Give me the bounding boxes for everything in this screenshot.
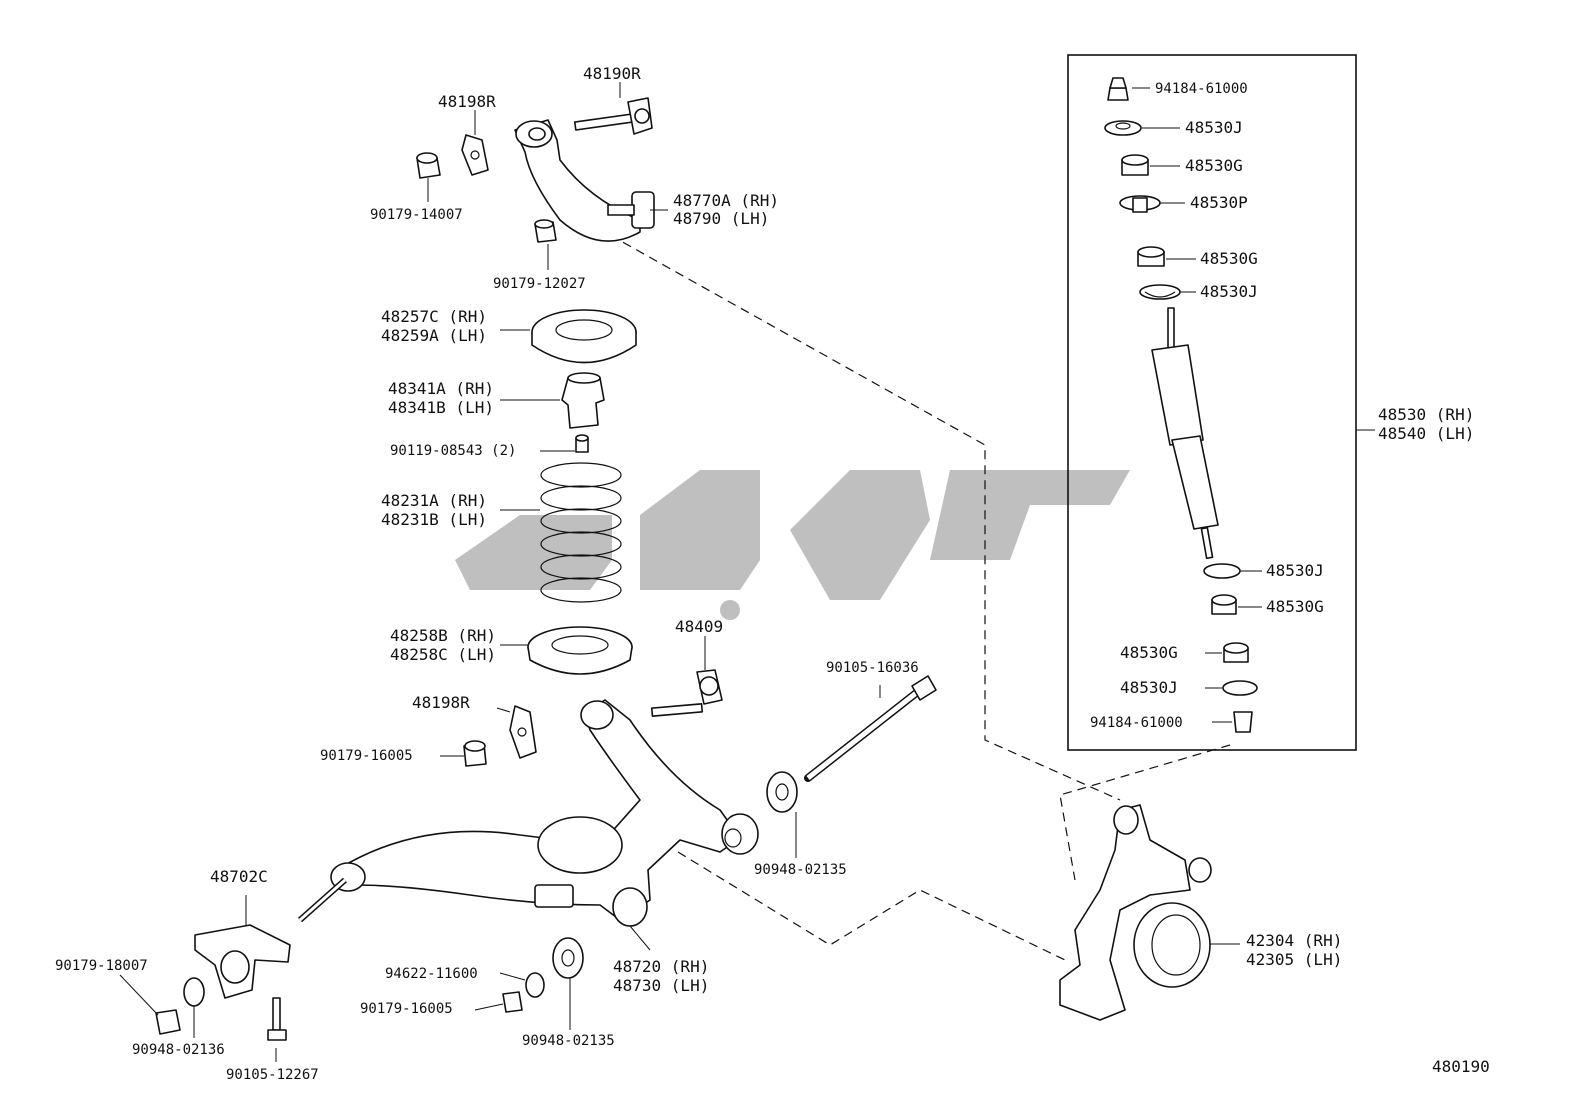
lower-arm-hardware bbox=[463, 669, 937, 813]
label-48530j-1: 48530J bbox=[1185, 118, 1243, 137]
label-90179-12027: 90179-12027 bbox=[493, 276, 586, 292]
long-bolt-icon bbox=[804, 675, 937, 782]
assembly-dashed-lines bbox=[609, 234, 1231, 961]
label-90179-16005-mid: 90179-16005 bbox=[320, 748, 413, 764]
label-94622-11600: 94622-11600 bbox=[385, 966, 478, 982]
label-48720: 48720 (RH) bbox=[613, 957, 709, 976]
label-48409: 48409 bbox=[675, 617, 723, 636]
nut-icon bbox=[502, 991, 523, 1013]
label-94184-61000-top: 94184-61000 bbox=[1155, 81, 1248, 97]
label-48530g-2: 48530G bbox=[1200, 249, 1258, 268]
label-48341a: 48341A (RH) bbox=[388, 379, 494, 398]
cam-plate-icon bbox=[509, 705, 537, 759]
label-48231a: 48231A (RH) bbox=[381, 491, 487, 510]
label-90948-02135-low: 90948-02135 bbox=[522, 1033, 615, 1049]
label-48530g-3: 48530G bbox=[1266, 597, 1324, 616]
steering-knuckle-icon bbox=[1059, 804, 1212, 1021]
label-48231b: 48231B (LH) bbox=[381, 510, 487, 529]
shock-absorber-icon bbox=[1151, 307, 1219, 560]
label-42304: 42304 (RH) bbox=[1246, 931, 1342, 950]
label-48257c: 48257C (RH) bbox=[381, 307, 487, 326]
upper-arm-parts bbox=[416, 97, 655, 243]
label-48702c: 48702C bbox=[210, 867, 268, 886]
spring-stack-parts bbox=[527, 309, 637, 675]
upper-control-arm-icon bbox=[514, 119, 655, 242]
label-48790: 48790 (LH) bbox=[673, 209, 769, 228]
label-48770a: 48770A (RH) bbox=[673, 191, 779, 210]
diagram-number: 480190 bbox=[1432, 1057, 1490, 1076]
label-48530g-4: 48530G bbox=[1120, 643, 1178, 662]
bushing-icon bbox=[552, 937, 584, 979]
label-48198r-top: 48198R bbox=[438, 92, 496, 111]
shock-absorber-box bbox=[1067, 54, 1357, 751]
label-48190r: 48190R bbox=[583, 64, 641, 83]
label-42305: 42305 (LH) bbox=[1246, 950, 1342, 969]
spring-seat-lower-icon bbox=[527, 626, 633, 675]
label-90179-16005-low: 90179-16005 bbox=[360, 1001, 453, 1017]
label-48530j-3: 48530J bbox=[1266, 561, 1324, 580]
bolt-icon bbox=[267, 997, 287, 1041]
cam-plate-icon bbox=[461, 134, 489, 176]
bump-stopper-icon bbox=[561, 372, 605, 429]
label-48730: 48730 (LH) bbox=[613, 976, 709, 995]
leader-lines bbox=[119, 82, 1240, 1062]
nut-icon bbox=[1107, 87, 1129, 101]
nut-icon bbox=[155, 1009, 181, 1035]
box-parts bbox=[1104, 77, 1258, 733]
label-90948-02136: 90948-02136 bbox=[132, 1042, 225, 1058]
washer-icon bbox=[525, 972, 545, 998]
label-48530j-4: 48530J bbox=[1120, 678, 1178, 697]
label-48198r-mid: 48198R bbox=[412, 693, 470, 712]
label-90105-16036: 90105-16036 bbox=[826, 660, 919, 676]
box-leaders bbox=[1132, 87, 1262, 723]
label-48540: 48540 (LH) bbox=[1378, 424, 1474, 443]
bushing-icon bbox=[766, 771, 798, 813]
label-48530g-1: 48530G bbox=[1185, 156, 1243, 175]
label-90179-18007: 90179-18007 bbox=[55, 958, 148, 974]
bolt-icon bbox=[573, 97, 653, 135]
label-48341b: 48341B (LH) bbox=[388, 398, 494, 417]
bushing-icon bbox=[183, 977, 205, 1007]
label-48258b: 48258B (RH) bbox=[390, 626, 496, 645]
label-90105-12267: 90105-12267 bbox=[226, 1067, 319, 1083]
coil-spring-icon bbox=[540, 462, 622, 603]
watermark-logo bbox=[455, 470, 1130, 620]
lower-control-arm-icon bbox=[298, 699, 759, 927]
label-48530j-2: 48530J bbox=[1200, 282, 1258, 301]
bracket-icon bbox=[194, 924, 291, 999]
label-48530p: 48530P bbox=[1190, 193, 1248, 212]
label-90179-14007: 90179-14007 bbox=[370, 207, 463, 223]
label-90119-08543: 90119-08543 (2) bbox=[390, 443, 516, 459]
spring-seat-upper-icon bbox=[531, 309, 637, 364]
washer-icon bbox=[1104, 120, 1142, 136]
cam-bolt-icon bbox=[650, 669, 723, 717]
label-94184-61000-bottom: 94184-61000 bbox=[1090, 715, 1183, 731]
label-48258c: 48258C (LH) bbox=[390, 645, 496, 664]
label-48259a: 48259A (LH) bbox=[381, 326, 487, 345]
label-90948-02135-right: 90948-02135 bbox=[754, 862, 847, 878]
label-48530: 48530 (RH) bbox=[1378, 405, 1474, 424]
